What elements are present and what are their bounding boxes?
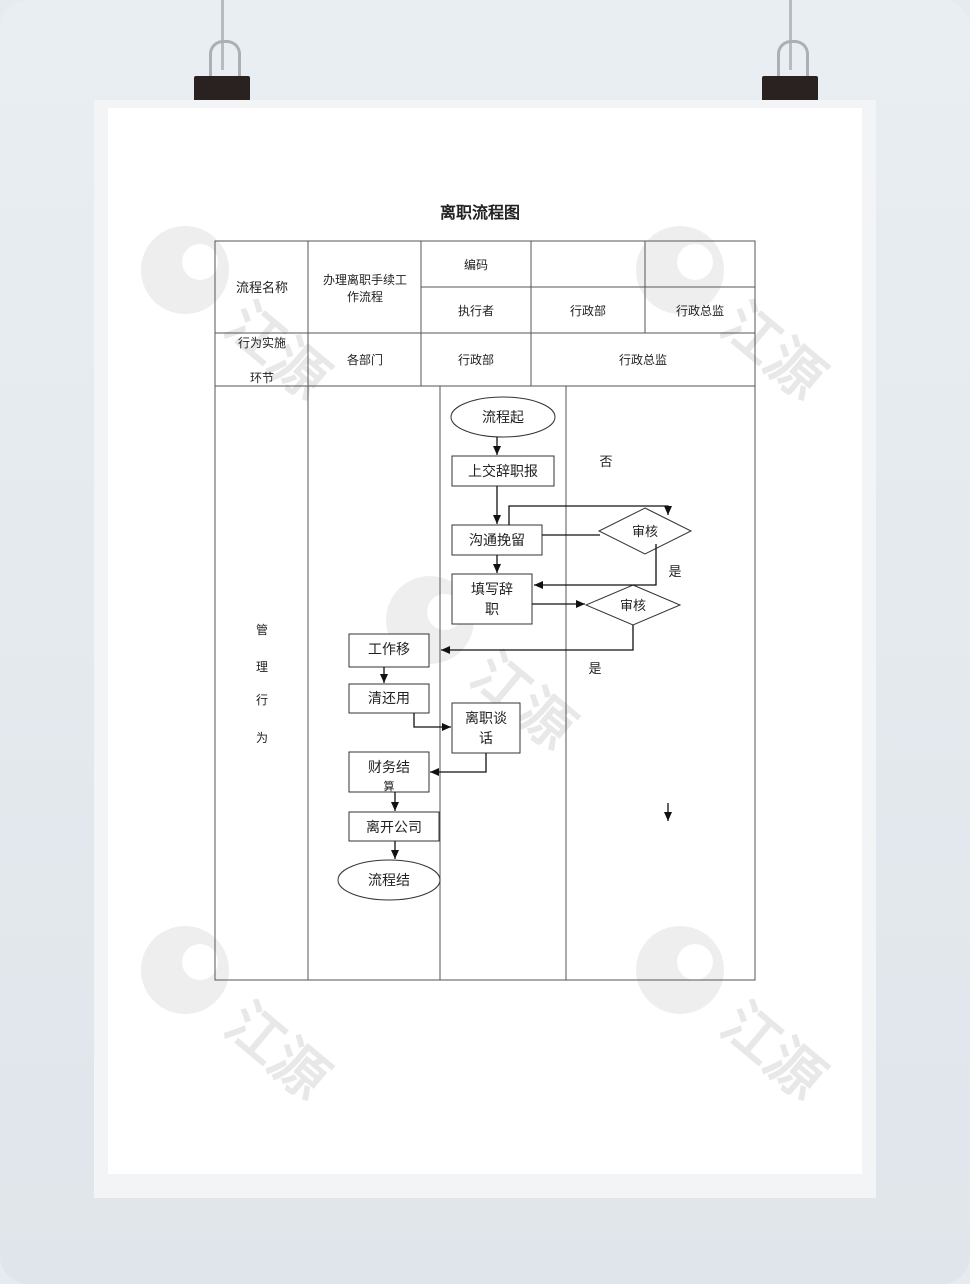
stage-head: 行政总监 <box>619 353 667 367</box>
stage-label-line2: 环节 <box>250 371 274 385</box>
executor-dept: 行政部 <box>570 303 606 318</box>
return-items-node <box>348 683 430 714</box>
review2-label: 审核 <box>620 599 646 614</box>
stage-dept-all: 各部门 <box>347 352 383 367</box>
svg-text:理: 理 <box>256 660 268 674</box>
review1-node <box>597 507 693 555</box>
submit-label: 上交辞职报 <box>468 463 538 480</box>
review1-label: 审核 <box>632 525 658 540</box>
finance-node <box>348 751 430 793</box>
watermark-logo-icon <box>141 226 229 314</box>
executor-label: 执行者 <box>458 304 494 318</box>
finance-label-line2: 算 <box>384 779 395 793</box>
watermark-text: 江源 <box>709 291 837 413</box>
watermark-logo-icon <box>636 226 724 314</box>
code-label: 编码 <box>464 257 488 272</box>
leave-company-node <box>348 811 440 842</box>
yes2-label: 是 <box>588 662 601 677</box>
watermark-text: 江源 <box>213 991 341 1113</box>
no-label: 否 <box>599 455 612 470</box>
paper-sheet <box>108 108 862 1174</box>
process-name-value-line2: 作流程 <box>347 289 383 304</box>
stage-label-line1: 行为实施 <box>238 335 286 350</box>
fill-resignation-node <box>451 573 533 625</box>
end-node <box>337 859 441 901</box>
flow-connectors <box>380 437 672 859</box>
submit-node <box>451 455 555 487</box>
communicate-node <box>451 524 543 556</box>
process-name-label: 流程名称 <box>236 280 288 296</box>
yes1-label: 是 <box>668 565 681 580</box>
clip-wire-right <box>777 40 809 87</box>
finance-label-line1: 财务结 <box>368 760 410 776</box>
page-title: 离职流程图 <box>440 203 520 222</box>
lane-label: 管 理 行 为 <box>256 622 268 745</box>
watermark-text: 江源 <box>709 991 837 1113</box>
watermark-logo-icon <box>636 926 724 1014</box>
communicate-label: 沟通挽留 <box>469 533 525 549</box>
svg-text:管: 管 <box>256 622 268 637</box>
hanging-wire-right <box>789 0 792 70</box>
start-node <box>450 396 556 438</box>
clip-wire-left <box>209 40 241 87</box>
fill-label-line1: 填写辞 <box>471 582 513 598</box>
header-table <box>214 240 756 981</box>
end-label: 流程结 <box>368 873 410 889</box>
hanging-wire-left <box>221 0 224 70</box>
fill-label-line2: 职 <box>485 602 499 618</box>
start-label: 流程起 <box>482 410 524 426</box>
handover-node <box>348 633 430 668</box>
process-name-value-line1: 办理离职手续工 <box>323 272 407 287</box>
interview-node <box>451 702 521 754</box>
leave-label: 离开公司 <box>366 819 422 836</box>
handover-label: 工作移 <box>368 642 410 658</box>
stage-admin: 行政部 <box>458 352 494 367</box>
executor-head: 行政总监 <box>676 304 724 318</box>
return-label: 清还用 <box>368 691 410 707</box>
interview-label-line1: 离职谈 <box>465 710 507 727</box>
watermark-text: 江源 <box>213 291 341 413</box>
svg-text:行: 行 <box>256 693 268 707</box>
svg-text:为: 为 <box>256 731 268 745</box>
watermark-logo-icon <box>141 926 229 1014</box>
interview-label-line2: 话 <box>479 731 493 747</box>
